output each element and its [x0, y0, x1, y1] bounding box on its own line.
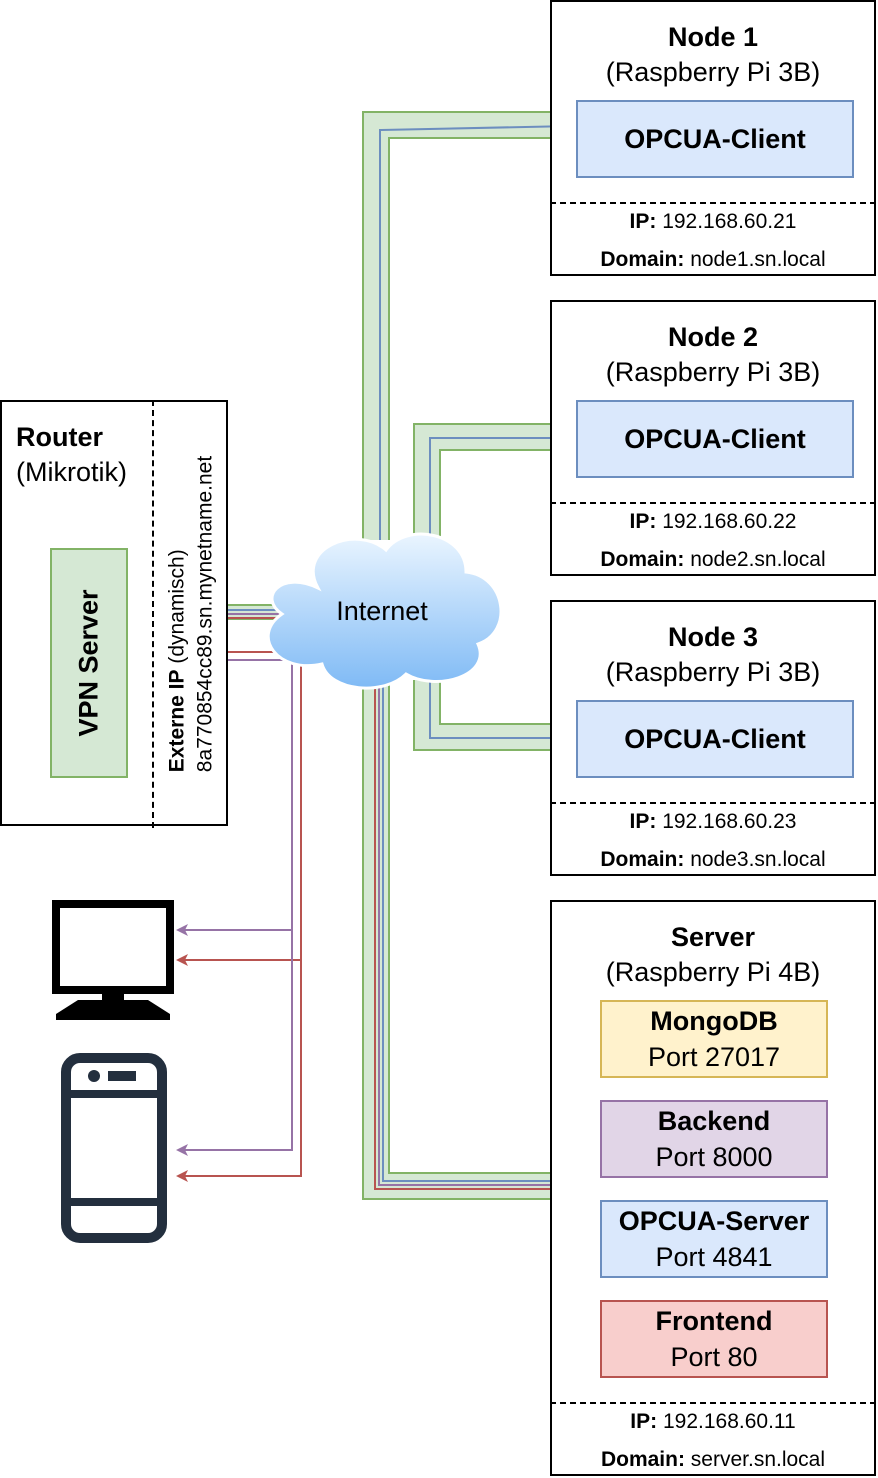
external-ip-host: 8a770854cc89.sn.mynetname.net	[194, 455, 217, 773]
node1-box: Node 1 (Raspberry Pi 3B) OPCUA-Client IP…	[550, 0, 876, 276]
router-subtitle: (Mikrotik)	[16, 457, 127, 488]
external-ip-label: Externe IP	[165, 669, 189, 773]
opcua-server-name: OPCUA-Server	[618, 1205, 810, 1236]
external-ip-note: (dynamisch)	[165, 549, 189, 664]
node3-domain: Domain: node3.sn.local	[600, 848, 826, 871]
vpn-server-label: VPN Server	[73, 589, 104, 737]
node3-title: Node 3	[667, 622, 759, 652]
server-info-panel: IP: 192.168.60.11 Domain: server.sn.loca…	[550, 1402, 876, 1478]
node2-opcua-client-label: OPCUA-Client	[624, 423, 806, 454]
server-title-block: Server (Raspberry Pi 4B)	[552, 920, 874, 990]
node2-box: Node 2 (Raspberry Pi 3B) OPCUA-Client IP…	[550, 300, 876, 576]
frontend-name: Frontend	[655, 1305, 773, 1336]
router-title-block: Router (Mikrotik)	[16, 420, 127, 490]
node1-title: Node 1	[667, 22, 759, 52]
node3-info-panel: IP: 192.168.60.23 Domain: node3.sn.local	[550, 802, 876, 878]
opcua-server-service: OPCUA-Server Port 4841	[600, 1200, 828, 1278]
router-title: Router	[16, 422, 103, 452]
vpn-tunnel-node2	[413, 423, 574, 545]
server-box: Server (Raspberry Pi 4B) MongoDB Port 27…	[550, 900, 876, 1476]
frontend-service: Frontend Port 80	[600, 1300, 828, 1378]
frontend-port: Port 80	[670, 1342, 758, 1372]
node3-opcua-client: OPCUA-Client	[576, 700, 854, 778]
node3-ip: IP: 192.168.60.23	[629, 810, 797, 833]
external-ip-text: Externe IP (dynamisch) 8a770854cc89.sn.m…	[164, 456, 221, 772]
vpn-tunnel-node1	[362, 111, 574, 540]
node2-subtitle: (Raspberry Pi 3B)	[605, 357, 821, 388]
node2-info-panel: IP: 192.168.60.22 Domain: node2.sn.local	[550, 502, 876, 578]
node1-title-block: Node 1 (Raspberry Pi 3B)	[552, 20, 874, 90]
backend-name: Backend	[657, 1105, 771, 1136]
node1-ip: IP: 192.168.60.21	[629, 210, 797, 233]
mongodb-service: MongoDB Port 27017	[600, 1000, 828, 1078]
router-box: Router (Mikrotik) VPN Server Externe IP …	[0, 400, 230, 828]
node1-subtitle: (Raspberry Pi 3B)	[605, 57, 821, 88]
server-subtitle: (Raspberry Pi 4B)	[605, 957, 821, 988]
node2-domain: Domain: node2.sn.local	[600, 548, 826, 571]
mongodb-name: MongoDB	[650, 1005, 778, 1036]
smartphone-icon	[61, 1053, 167, 1243]
node1-opcua-client-label: OPCUA-Client	[624, 123, 806, 154]
external-ip-panel: Externe IP (dynamisch) 8a770854cc89.sn.m…	[152, 400, 230, 828]
mongodb-port: Port 27017	[647, 1042, 781, 1072]
client-connections	[176, 651, 302, 1182]
server-title: Server	[670, 922, 756, 952]
node2-opcua-client: OPCUA-Client	[576, 400, 854, 478]
node1-opcua-client: OPCUA-Client	[576, 100, 854, 178]
node3-opcua-client-label: OPCUA-Client	[624, 723, 806, 754]
server-domain: Domain: server.sn.local	[600, 1448, 826, 1471]
node2-title: Node 2	[667, 322, 759, 352]
node2-ip: IP: 192.168.60.22	[629, 510, 797, 533]
opcua-server-port: Port 4841	[655, 1242, 773, 1272]
node1-domain: Domain: node1.sn.local	[600, 248, 826, 271]
server-ip: IP: 192.168.60.11	[630, 1410, 796, 1433]
vpn-server-box: VPN Server	[50, 548, 128, 778]
backend-service: Backend Port 8000	[600, 1100, 828, 1178]
internet-cloud: Internet	[266, 532, 503, 690]
vpn-tunnel-server	[362, 680, 550, 1200]
node3-subtitle: (Raspberry Pi 3B)	[605, 657, 821, 688]
node3-box: Node 3 (Raspberry Pi 3B) OPCUA-Client IP…	[550, 600, 876, 876]
node2-title-block: Node 2 (Raspberry Pi 3B)	[552, 320, 874, 390]
backend-port: Port 8000	[655, 1142, 773, 1172]
node1-info-panel: IP: 192.168.60.21 Domain: node1.sn.local	[550, 202, 876, 278]
desktop-monitor-icon	[52, 900, 174, 1020]
vpn-tunnel-node3	[413, 680, 574, 751]
node3-title-block: Node 3 (Raspberry Pi 3B)	[552, 620, 874, 690]
internet-label: Internet	[336, 596, 428, 626]
